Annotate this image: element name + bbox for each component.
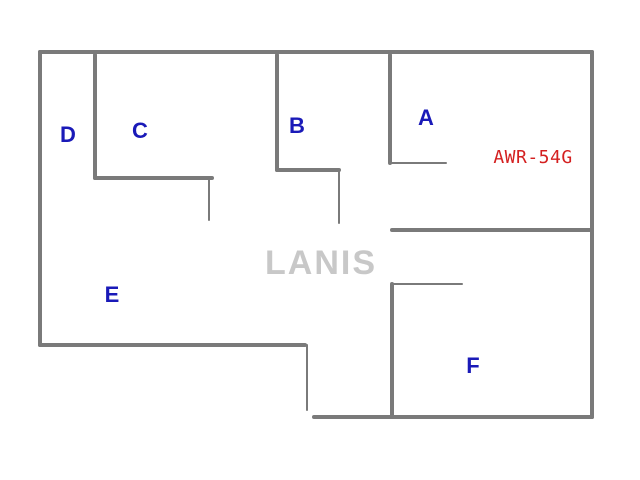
- room-label-e: E: [105, 282, 120, 307]
- room-label-a: A: [418, 105, 434, 130]
- room-label-f: F: [466, 353, 479, 378]
- watermark: LANIS: [265, 244, 377, 282]
- room-label-c: C: [132, 118, 148, 143]
- walls: [38, 50, 594, 419]
- room-label-d: D: [60, 122, 76, 147]
- room-labels: A B C D E F: [60, 105, 480, 378]
- device-label-router: AWR-54G: [493, 147, 572, 168]
- room-label-b: B: [289, 113, 305, 138]
